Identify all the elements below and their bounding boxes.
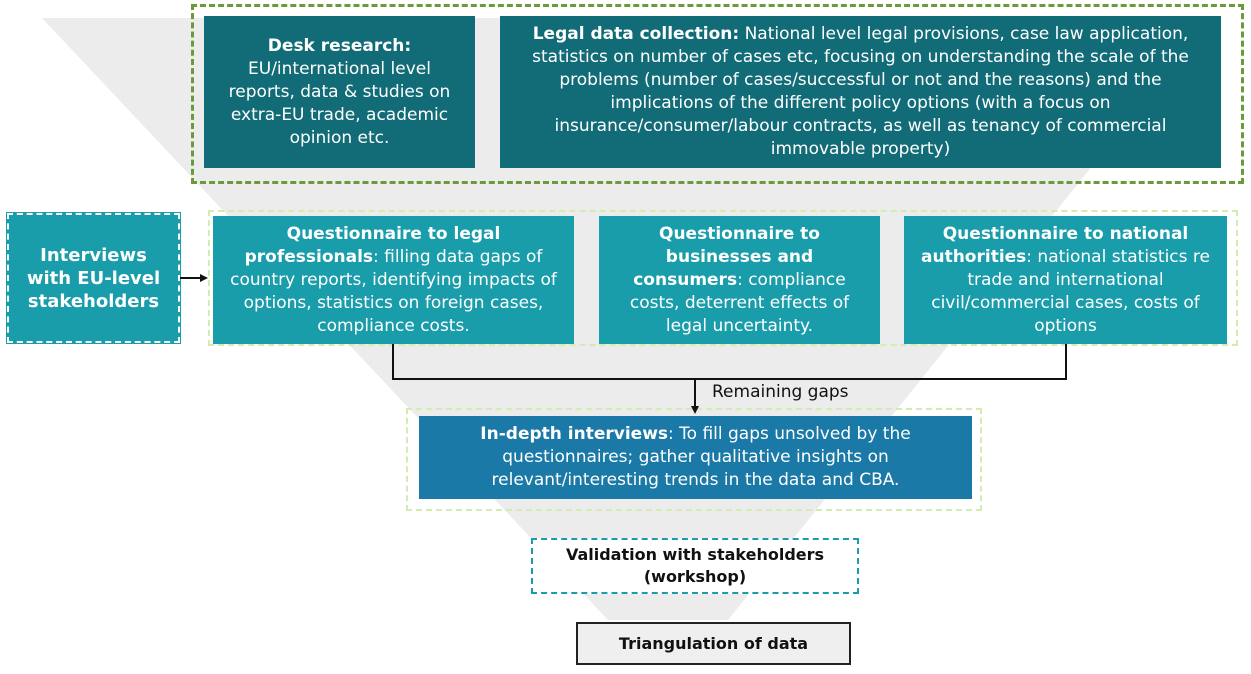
desk-research-text: EU/international level reports, data & s… (228, 58, 451, 148)
questionnaire-legal-content: Questionnaire to legal professionals: fi… (223, 223, 564, 338)
desk-research-box: Desk research: EU/international level re… (204, 16, 475, 168)
triangulation-box: Triangulation of data (576, 622, 851, 665)
in-depth-content: In-depth interviews: To fill gaps unsolv… (429, 423, 962, 492)
remaining-gaps-label: Remaining gaps (712, 382, 849, 402)
legal-data-content: Legal data collection: National level le… (512, 23, 1209, 161)
interviews-eu-text: Interviews with EU-level stakeholders (26, 244, 161, 312)
questionnaire-legal-box: Questionnaire to legal professionals: fi… (213, 216, 574, 344)
in-depth-interviews-box: In-depth interviews: To fill gaps unsolv… (419, 416, 972, 499)
questionnaire-national-content: Questionnaire to national authorities: n… (914, 223, 1217, 338)
questionnaire-business-title: Questionnaire to businesses and consumer… (633, 223, 820, 290)
questionnaire-business-box: Questionnaire to businesses and consumer… (599, 216, 880, 344)
questionnaire-business-content: Questionnaire to businesses and consumer… (609, 223, 870, 338)
triangulation-text: Triangulation of data (618, 633, 809, 653)
validation-text: Validation with stakeholders (workshop) (565, 545, 825, 586)
legal-data-collection-box: Legal data collection: National level le… (500, 16, 1221, 168)
questionnaire-national-box: Questionnaire to national authorities: n… (904, 216, 1227, 344)
in-depth-title: In-depth interviews (480, 424, 669, 444)
questionnaire-national-title: Questionnaire to national authorities (921, 223, 1189, 267)
interviews-eu-box: Interviews with EU-level stakeholders (6, 212, 181, 344)
in-depth-text: : To fill gaps unsolved by the questionn… (491, 424, 911, 490)
desk-research-content: Desk research: EU/international level re… (214, 35, 465, 150)
questionnaire-legal-title: Questionnaire to legal professionals (244, 223, 501, 267)
desk-research-title: Desk research: (267, 35, 412, 56)
legal-data-title: Legal data collection: (532, 24, 740, 44)
legal-data-text: National level legal provisions, case la… (532, 24, 1189, 159)
top-row-frame (191, 4, 1244, 184)
validation-box: Validation with stakeholders (workshop) (531, 538, 859, 594)
questionnaire-legal-text: : filling data gaps of country reports, … (230, 246, 557, 336)
questionnaire-business-text: : compliance costs, deterrent effects of… (629, 269, 850, 336)
questionnaire-national-text: : national statistics re trade and inter… (931, 246, 1210, 336)
